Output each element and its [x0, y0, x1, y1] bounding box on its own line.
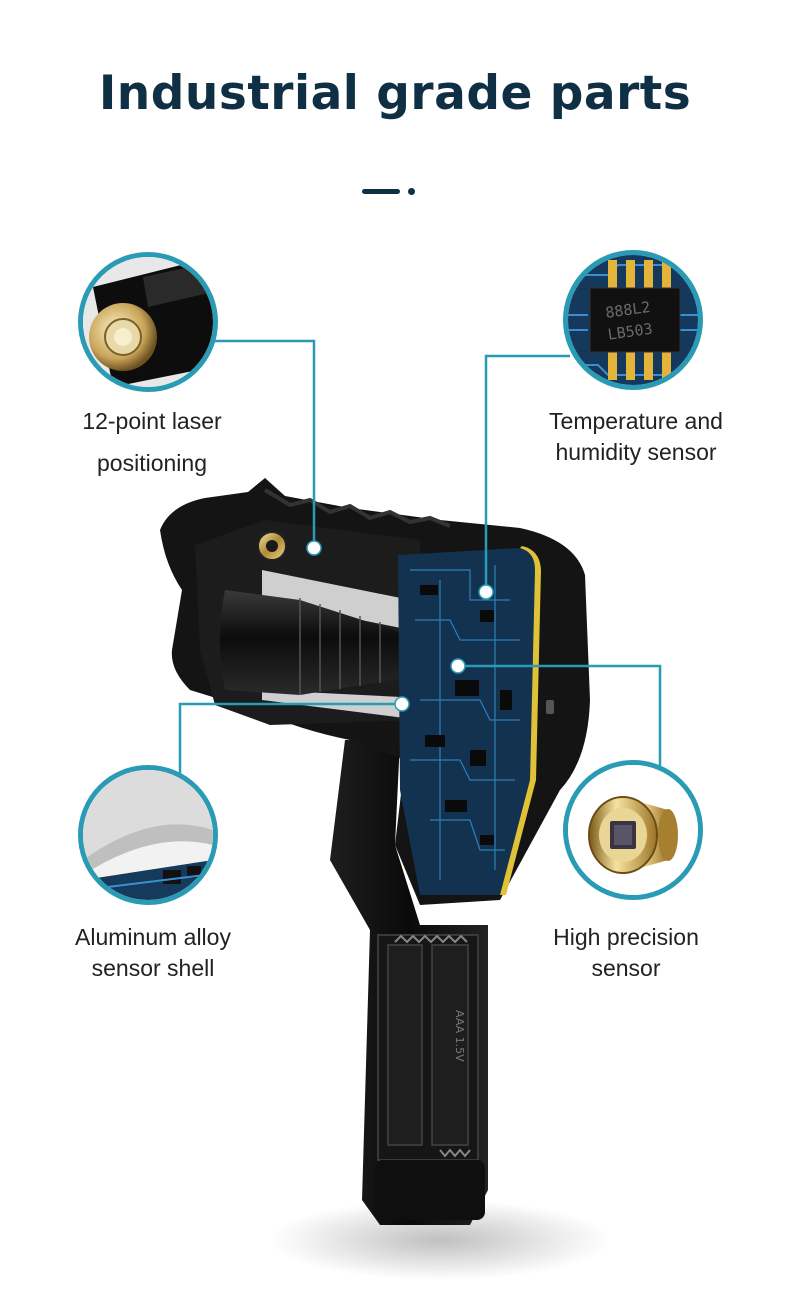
divider-bar — [362, 189, 400, 194]
label-sensor-line2: sensor — [591, 955, 661, 981]
callout-sensor-image — [563, 760, 703, 900]
label-laser-line1: 12-point laser — [82, 408, 222, 434]
marker-shell — [394, 696, 410, 712]
divider-dot — [408, 188, 415, 195]
line-laser — [215, 339, 316, 548]
battery-slot-right — [431, 944, 469, 1146]
label-temp-line2: humidity sensor — [555, 439, 717, 465]
page-title: Industrial grade parts — [98, 66, 692, 121]
label-laser: 12-point laser positioning — [52, 406, 252, 479]
title-divider — [362, 188, 422, 196]
pcb-board — [398, 548, 535, 895]
callout-shell-image — [78, 765, 218, 905]
side-button — [546, 700, 554, 714]
callout-temp-image: 888L2 LB503 — [563, 250, 703, 390]
marker-temp — [478, 584, 494, 600]
label-sensor-line1: High precision — [553, 924, 699, 950]
label-sensor: High precision sensor — [526, 922, 726, 984]
line-sensor — [458, 664, 662, 782]
label-laser-line2: positioning — [97, 450, 207, 476]
battery-marking: AAA 1.5V — [453, 1010, 466, 1062]
label-temp-line1: Temperature and — [549, 408, 723, 434]
pcb-components — [420, 585, 512, 845]
line-temp — [484, 354, 570, 592]
battery-slot-left — [387, 944, 423, 1146]
label-shell-line2: sensor shell — [91, 955, 215, 981]
housing-top-ridges — [263, 488, 451, 528]
marker-laser — [306, 540, 322, 556]
battery-spring-bottom — [439, 1148, 471, 1158]
marker-sensor — [450, 658, 466, 674]
callout-laser-image — [78, 252, 218, 392]
floor-shadow — [270, 1200, 610, 1280]
label-shell: Aluminum alloy sensor shell — [48, 922, 258, 984]
line-shell — [178, 702, 402, 783]
handle-base — [375, 1160, 485, 1220]
label-temp: Temperature and humidity sensor — [526, 406, 746, 468]
label-shell-line1: Aluminum alloy — [75, 924, 231, 950]
battery-spring-top — [394, 934, 468, 944]
pcb-traces — [410, 565, 520, 880]
sensor-cone — [220, 590, 455, 695]
pcb-edge — [500, 546, 541, 895]
